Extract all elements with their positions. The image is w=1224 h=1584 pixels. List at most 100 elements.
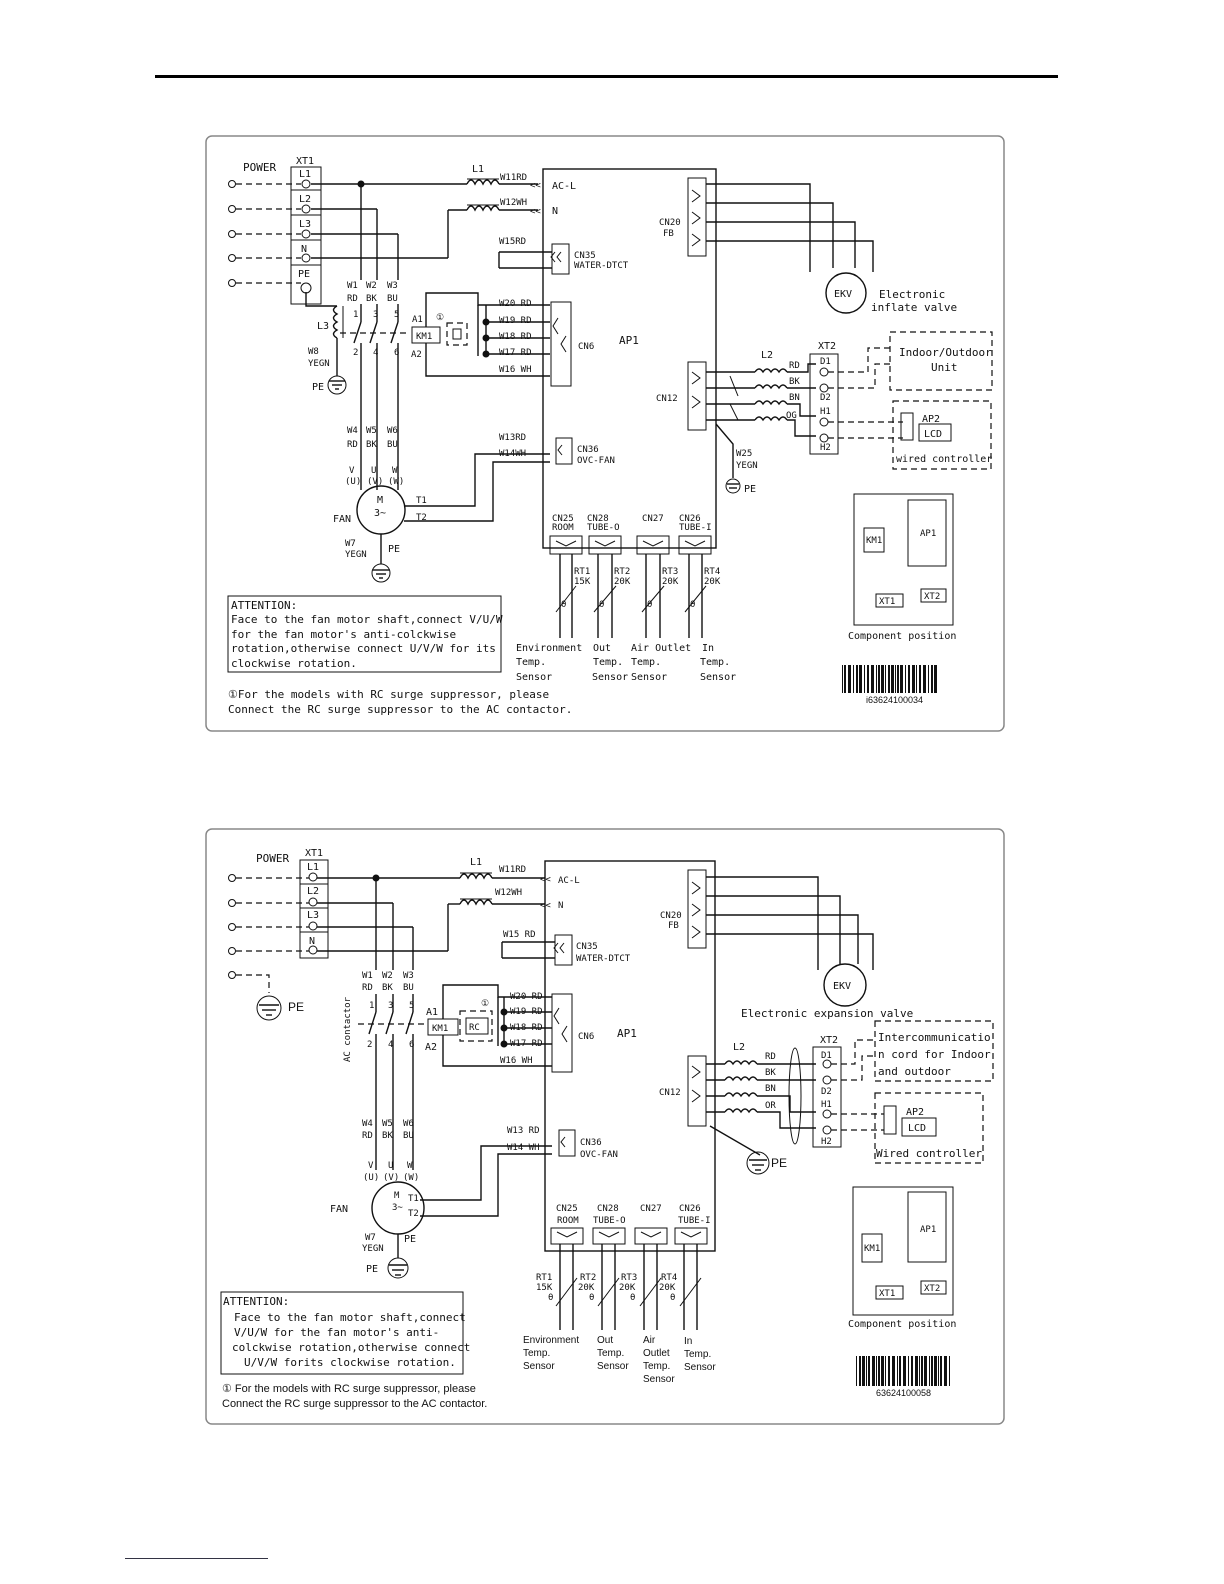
svg-text:W6: W6 (387, 426, 398, 436)
svg-text:1: 1 (369, 1001, 374, 1011)
ap1-label: AP1 (619, 334, 639, 347)
lcd-label: LCD (924, 429, 942, 440)
svg-text:N: N (309, 936, 315, 947)
svg-text:Sensor: Sensor (631, 672, 667, 683)
cn36-desc: OVC-FAN (577, 456, 615, 466)
svg-text:CN27: CN27 (642, 514, 664, 524)
ac-l-label: AC-L (552, 181, 576, 192)
svg-text:RT4: RT4 (661, 1273, 677, 1283)
svg-text:W6: W6 (403, 1119, 414, 1129)
cn12-pe-label: PE (771, 1156, 787, 1170)
barcode (856, 1356, 950, 1386)
svg-text:BK: BK (765, 1068, 776, 1078)
svg-text:ATTENTION:: ATTENTION: (231, 599, 297, 612)
ap1-board (542, 168, 717, 549)
km1-label: KM1 (432, 1024, 448, 1034)
svg-text:clockwise rotation.: clockwise rotation. (231, 657, 357, 670)
svg-text:W2: W2 (366, 281, 377, 291)
comp-xt2: XT2 (924, 592, 940, 602)
comp-ap1: AP1 (920, 1225, 936, 1235)
svg-text:20K: 20K (659, 1283, 676, 1293)
svg-text:BK: BK (366, 440, 377, 450)
w25-wire (715, 423, 734, 478)
w7-color: YEGN (345, 550, 367, 560)
wired-controller-label: wired controller (896, 454, 992, 465)
t1-label: T1 (416, 496, 427, 506)
xt1-label: XT1 (296, 156, 314, 167)
a2-label: A2 (425, 1042, 437, 1053)
w11-label: W11RD (500, 173, 527, 183)
svg-text:RT3: RT3 (621, 1273, 637, 1283)
w7-label: W7 (365, 1233, 376, 1243)
power-inputs (228, 874, 309, 993)
indoor-outdoor-wiring (828, 347, 903, 439)
svg-text:1: 1 (353, 310, 358, 320)
svg-text:Sensor: Sensor (700, 672, 736, 683)
svg-text:<<: << (530, 181, 541, 191)
xt1-terminals: L1 L2 L3 N (300, 862, 328, 955)
svg-text:BK: BK (382, 983, 393, 993)
cn20-fb-label: FB (663, 229, 674, 239)
svg-text:W4: W4 (347, 426, 358, 436)
svg-text:D1: D1 (821, 1051, 832, 1061)
svg-text:TUBE-O: TUBE-O (587, 523, 620, 533)
svg-text:W1: W1 (362, 971, 373, 981)
svg-text:W16 WH: W16 WH (499, 365, 532, 375)
svg-text:D2: D2 (820, 393, 831, 403)
svg-text:D1: D1 (820, 357, 831, 367)
svg-text:20K: 20K (614, 577, 631, 587)
cn6-wire-labels: W20 RD W19 RD W18 RD W17 RD W16 WH (499, 299, 532, 375)
svg-text:Sensor: Sensor (597, 1361, 629, 1372)
svg-text:20K: 20K (704, 577, 721, 587)
xt1-term-l2: L2 (299, 194, 311, 205)
w25-ground-symbol (725, 478, 741, 494)
power-label: POWER (243, 161, 276, 174)
comp-xt1: XT1 (879, 1289, 895, 1299)
header-rule (155, 75, 1058, 78)
cn12-color-labels: RD BK BN OR (765, 1052, 776, 1111)
svg-text:6: 6 (409, 1040, 414, 1050)
svg-text:W20 RD: W20 RD (499, 299, 532, 309)
fan-label: FAN (330, 1204, 348, 1215)
svg-text:6: 6 (394, 348, 399, 358)
svg-text:W19 RD: W19 RD (510, 1007, 543, 1017)
rc-suppressor-dashed (459, 1010, 493, 1042)
xt2-terminal-block (809, 353, 839, 455)
svg-text:3: 3 (388, 1001, 393, 1011)
xt1-label: XT1 (305, 848, 323, 859)
svg-text:(V): (V) (383, 1173, 399, 1183)
svg-text:TUBE-I: TUBE-I (678, 1216, 711, 1226)
svg-text:θ: θ (670, 1293, 675, 1303)
w13-label: W13RD (499, 433, 526, 443)
svg-text:θ: θ (690, 600, 695, 610)
motor-ground-symbol (371, 563, 391, 583)
interconnect-line3: and outdoor (878, 1065, 951, 1078)
wired-controller-box (874, 1092, 984, 1164)
wired-controller-label: Wired controller (876, 1147, 982, 1160)
svg-text:CN27: CN27 (640, 1204, 662, 1214)
cn36-desc: OVC-FAN (580, 1150, 618, 1160)
xt1-terminals: L1 L2 L3 N PE (291, 169, 321, 294)
pe-label: PE (312, 382, 324, 393)
fan-label: FAN (333, 514, 351, 525)
svg-text:In: In (702, 643, 714, 654)
w13-label: W13 RD (507, 1126, 540, 1136)
motor-3ph-label: 3~ (392, 1203, 403, 1213)
svg-text:CN28: CN28 (587, 514, 609, 524)
svg-text:<<: << (530, 207, 541, 217)
attention-text: ATTENTION: Face to the fan motor shaft,c… (223, 1295, 470, 1369)
interconnect-line2: n cord for Indoor (878, 1048, 991, 1061)
t2-label: T2 (408, 1209, 419, 1219)
svg-text:U: U (388, 1161, 393, 1171)
comp-xt2: XT2 (924, 1284, 940, 1294)
pe-label: PE (288, 1000, 304, 1014)
motor-3ph-label: 3~ (374, 508, 386, 519)
w7-label: W7 (345, 539, 356, 549)
svg-text:V: V (349, 466, 355, 476)
svg-text:H2: H2 (820, 443, 831, 453)
ap1-board (544, 860, 716, 1252)
svg-text:5: 5 (409, 1001, 414, 1011)
svg-text:RD: RD (362, 1131, 373, 1141)
